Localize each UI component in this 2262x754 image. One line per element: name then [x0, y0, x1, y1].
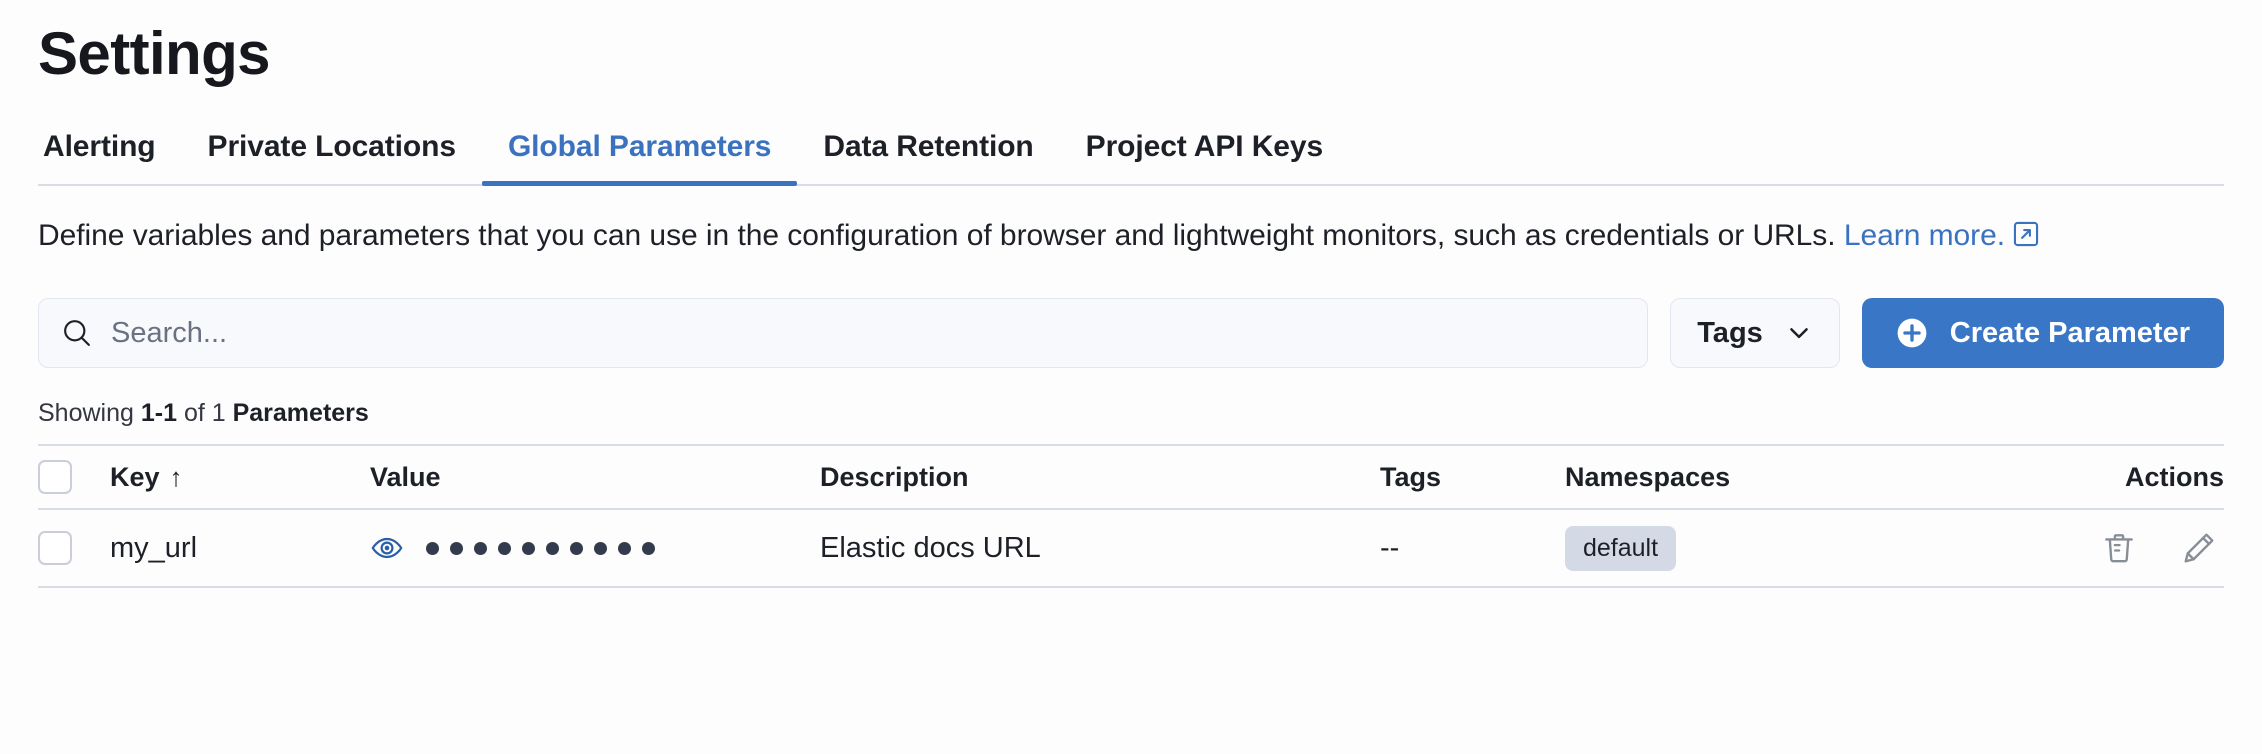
settings-tabs: Alerting Private Locations Global Parame… [38, 120, 2224, 186]
cell-actions [1995, 509, 2224, 588]
parameter-tags: -- [1380, 531, 1400, 564]
external-link-icon [2013, 214, 2039, 262]
results-middle: of 1 [177, 399, 233, 427]
row-actions [1995, 529, 2224, 567]
column-header-tags[interactable]: Tags [1380, 444, 1565, 510]
tags-filter-label: Tags [1697, 316, 1763, 349]
column-header-value-label: Value [370, 461, 441, 492]
cell-namespaces: default [1565, 509, 1995, 588]
select-all-checkbox[interactable] [38, 460, 72, 494]
tab-global-parameters[interactable]: Global Parameters [481, 130, 798, 186]
search-box[interactable] [38, 298, 1649, 368]
column-header-description-label: Description [820, 461, 969, 492]
search-icon [61, 317, 93, 349]
cell-description: Elastic docs URL [820, 509, 1380, 588]
column-header-namespaces-label: Namespaces [1565, 461, 1731, 492]
table-header: Key ↑ Value Description Tags Namespaces A… [38, 444, 2224, 510]
toolbar: Tags Create Parameter [38, 298, 2224, 368]
learn-more-link[interactable]: Learn more. [1844, 219, 2005, 252]
column-header-actions: Actions [1995, 444, 2224, 510]
column-header-key-label: Key [110, 461, 160, 492]
tab-private-locations[interactable]: Private Locations [182, 132, 482, 184]
masked-value [370, 531, 820, 565]
tab-project-api-keys[interactable]: Project API Keys [1060, 132, 1349, 184]
cell-key: my_url [110, 509, 370, 588]
results-prefix: Showing [38, 399, 141, 427]
column-header-actions-label: Actions [2124, 461, 2224, 492]
column-header-tags-label: Tags [1380, 461, 1442, 492]
table-row: my_url Elast [38, 509, 2224, 588]
table-body: my_url Elast [38, 509, 2224, 588]
parameters-table: Key ↑ Value Description Tags Namespaces A… [38, 444, 2224, 588]
table-header-row: Key ↑ Value Description Tags Namespaces A… [38, 444, 2224, 510]
learn-more-label: Learn more. [1843, 219, 2006, 252]
column-header-namespaces[interactable]: Namespaces [1565, 444, 1995, 510]
tags-filter-button[interactable]: Tags [1670, 298, 1840, 368]
row-select-cell [38, 509, 110, 588]
namespace-badge: default [1565, 525, 1677, 571]
cell-tags: -- [1380, 509, 1565, 588]
plus-circle-icon [1896, 317, 1928, 349]
tab-label: Data Retention [823, 130, 1034, 163]
description-text: Define variables and parameters that you… [38, 219, 1836, 252]
eye-icon[interactable] [370, 531, 404, 565]
create-parameter-button[interactable]: Create Parameter [1861, 298, 2224, 368]
parameter-key: my_url [110, 531, 198, 564]
column-header-key[interactable]: Key ↑ [110, 444, 370, 510]
create-parameter-label: Create Parameter [1949, 316, 2190, 349]
tab-label: Global Parameters [507, 130, 772, 163]
page-title: Settings [38, 20, 270, 87]
page-description: Define variables and parameters that you… [38, 212, 2223, 262]
results-summary: Showing 1-1 of 1 Parameters [38, 400, 2224, 426]
parameter-description: Elastic docs URL [820, 531, 1041, 564]
column-header-description[interactable]: Description [820, 444, 1380, 510]
tab-data-retention[interactable]: Data Retention [797, 132, 1059, 184]
masked-value-dots [426, 541, 655, 555]
row-checkbox[interactable] [38, 531, 72, 565]
sort-ascending-icon: ↑ [169, 461, 183, 492]
chevron-down-icon [1785, 319, 1813, 347]
results-range: 1-1 [140, 399, 177, 427]
tab-label: Private Locations [207, 130, 456, 163]
cell-value [370, 509, 820, 588]
results-entity: Parameters [232, 399, 369, 427]
search-input[interactable] [111, 316, 1626, 350]
pencil-icon[interactable] [2180, 529, 2218, 567]
column-header-value[interactable]: Value [370, 444, 820, 510]
trash-icon[interactable] [2100, 529, 2138, 567]
tab-label: Alerting [43, 130, 156, 163]
tab-alerting[interactable]: Alerting [38, 132, 182, 184]
tab-label: Project API Keys [1085, 130, 1324, 163]
column-header-select [38, 444, 110, 510]
